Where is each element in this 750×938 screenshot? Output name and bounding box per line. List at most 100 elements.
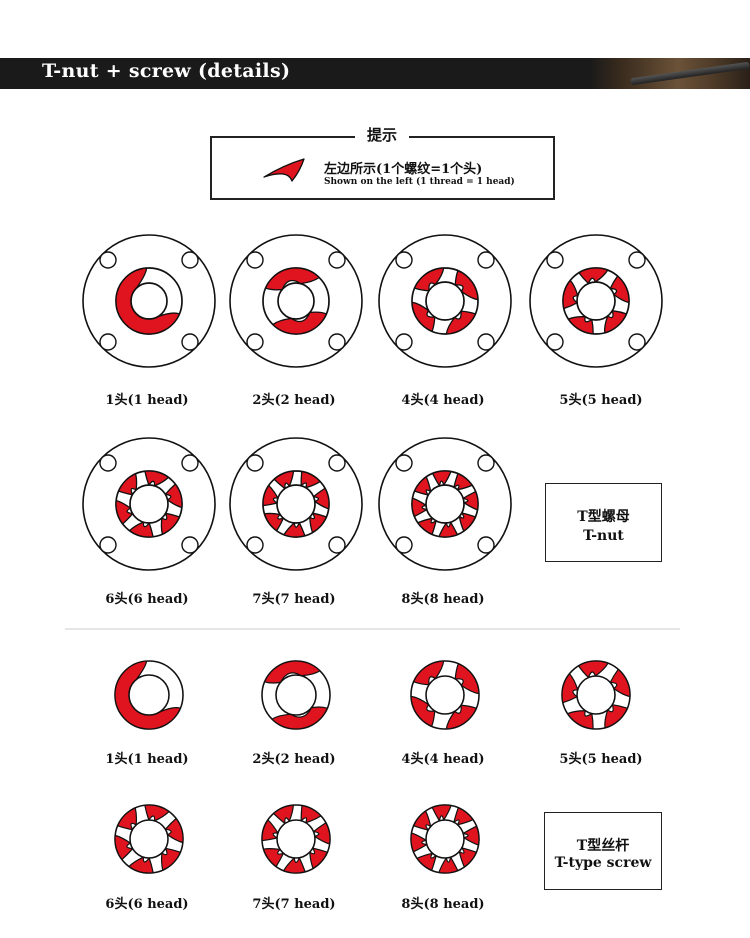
section-divider xyxy=(65,628,680,630)
mounting-hole xyxy=(181,454,199,472)
thread-bore xyxy=(129,484,169,524)
thread-blade xyxy=(462,825,480,846)
tnut-6-head-diagram xyxy=(82,437,216,571)
screw-label-2-head: 2头(2 head) xyxy=(252,752,336,767)
thread-bore xyxy=(425,484,465,524)
tnut-4-head-diagram xyxy=(378,234,512,368)
mounting-hole xyxy=(181,251,199,269)
thread-bore xyxy=(576,675,616,715)
tnut-5-head-diagram xyxy=(529,234,663,368)
mounting-hole xyxy=(181,536,199,554)
hint-text-en: Shown on the left (1 thread = 1 head) xyxy=(324,177,515,187)
mounting-hole xyxy=(628,251,646,269)
screw-label-8-head: 8头(8 head) xyxy=(401,897,485,912)
mounting-hole xyxy=(99,536,117,554)
screw-5-head-diagram xyxy=(561,660,631,730)
mounting-hole xyxy=(395,251,413,269)
mounting-hole xyxy=(477,251,495,269)
tnut-2-head-diagram xyxy=(229,234,363,368)
thread-bore xyxy=(277,282,315,320)
tnut-type-box: T型螺母 T-nut xyxy=(545,483,662,562)
tnut-label-4-head: 4头(4 head) xyxy=(401,393,485,408)
thread-blade xyxy=(458,512,477,532)
mounting-hole xyxy=(395,536,413,554)
thread-blade xyxy=(272,311,328,335)
screw-type-cn: T型丝杆 xyxy=(576,838,630,854)
mounting-hole xyxy=(99,454,117,472)
thread-blade xyxy=(300,470,321,489)
thread-blade xyxy=(263,512,285,532)
tnut-label-5-head: 5头(5 head) xyxy=(559,393,643,408)
mounting-hole xyxy=(546,333,564,351)
screw-label-1-head: 1头(1 head) xyxy=(105,752,189,767)
thread-bore xyxy=(576,281,616,321)
mounting-hole xyxy=(395,454,413,472)
thread-blade xyxy=(458,847,477,868)
page-title: T-nut + screw (details) xyxy=(42,60,291,82)
hint-title: 提示 xyxy=(355,124,409,145)
thread-blade xyxy=(438,856,459,874)
thread-blade xyxy=(417,517,437,536)
header-banner: T-nut + screw (details) xyxy=(0,58,750,89)
mounting-hole xyxy=(628,333,646,351)
thread-bore xyxy=(425,281,465,321)
thread-blade xyxy=(262,484,279,507)
thread-blade xyxy=(416,852,437,871)
thread-blade xyxy=(261,819,279,842)
thread-blade xyxy=(413,476,432,496)
thread-blade xyxy=(312,822,331,845)
tnut-type-cn: T型螺母 xyxy=(577,509,630,525)
tnut-label-8-head: 8头(8 head) xyxy=(401,592,485,607)
thread-bore xyxy=(276,819,316,859)
screw-2-head-diagram xyxy=(261,660,331,730)
mounting-hole xyxy=(246,454,264,472)
screw-label-7-head: 7头(7 head) xyxy=(252,897,336,912)
mounting-hole xyxy=(477,536,495,554)
mounting-hole xyxy=(246,251,264,269)
thread-bore xyxy=(129,819,169,859)
thread-bore xyxy=(425,819,465,859)
thread-bore xyxy=(275,674,317,716)
thread-blade xyxy=(309,512,328,534)
mounting-hole xyxy=(328,536,346,554)
mounting-hole xyxy=(99,333,117,351)
screw-type-en: T-type screw xyxy=(554,855,652,871)
thread-blade xyxy=(271,706,328,730)
tnut-8-head-diagram xyxy=(378,437,512,571)
tnut-label-6-head: 6头(6 head) xyxy=(105,592,189,607)
tnut-1-head-diagram xyxy=(82,234,216,368)
mounting-hole xyxy=(546,251,564,269)
mounting-hole xyxy=(246,536,264,554)
thread-blade-icon xyxy=(263,158,305,182)
thread-blade xyxy=(462,490,479,511)
screw-1-head-diagram xyxy=(114,660,184,730)
screw-label-4-head: 4头(4 head) xyxy=(401,752,485,767)
thread-bore xyxy=(276,484,316,524)
thread-blade xyxy=(264,660,321,684)
screw-4-head-diagram xyxy=(410,660,480,730)
thread-blade xyxy=(272,804,295,825)
mounting-hole xyxy=(328,454,346,472)
thread-blade xyxy=(431,470,452,487)
hint-text-cn: 左边所示(1个螺纹=1个头) xyxy=(324,162,483,177)
mounting-hole xyxy=(246,333,264,351)
thread-blade xyxy=(312,487,330,510)
tnut-label-1-head: 1头(1 head) xyxy=(105,393,189,408)
thread-bore xyxy=(128,674,170,716)
thread-blade xyxy=(453,472,473,491)
thread-blade xyxy=(431,804,452,822)
screw-8-head-diagram xyxy=(410,804,480,874)
mounting-hole xyxy=(477,454,495,472)
tnut-label-2-head: 2头(2 head) xyxy=(252,393,336,408)
thread-blade xyxy=(262,848,285,868)
mounting-hole xyxy=(477,333,495,351)
thread-blade xyxy=(273,470,295,490)
thread-blade xyxy=(438,521,459,538)
mounting-hole xyxy=(395,333,413,351)
thread-blade xyxy=(309,847,328,870)
screw-label-6-head: 6头(6 head) xyxy=(105,897,189,912)
lead-screw-rod-image xyxy=(630,61,750,86)
mounting-hole xyxy=(328,333,346,351)
tnut-label-7-head: 7头(7 head) xyxy=(252,592,336,607)
thread-bore xyxy=(425,675,465,715)
